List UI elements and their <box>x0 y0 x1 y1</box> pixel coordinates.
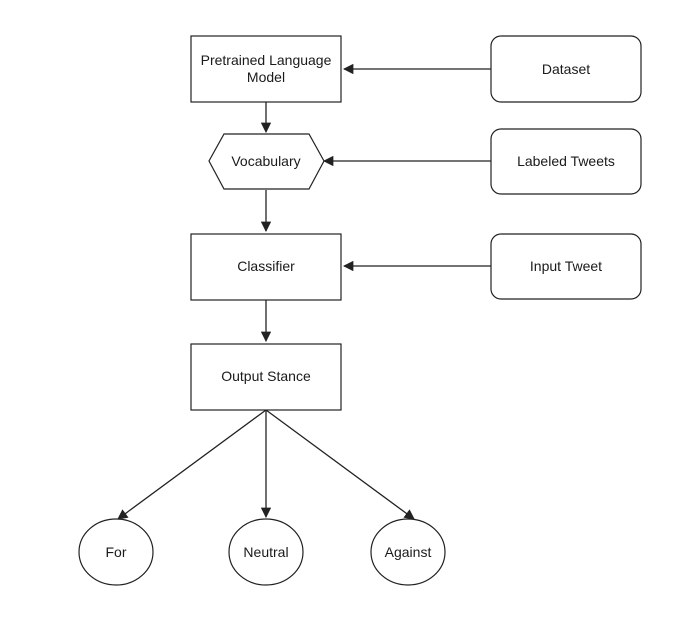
node-labeled-tweets: Labeled Tweets <box>490 128 642 195</box>
node-classifier: Classifier <box>190 233 342 301</box>
edge-output-stance-to-against <box>265 409 415 520</box>
output-stance-box <box>190 343 342 411</box>
against-circle <box>370 518 446 586</box>
neutral-circle <box>228 518 304 586</box>
labeled-tweets-label: Labeled Tweets <box>517 153 615 169</box>
classifier-box <box>190 233 342 301</box>
pretrained-model-box <box>190 35 342 103</box>
input-tweet-box <box>490 233 642 300</box>
edge-output-stance-to-for <box>117 409 267 520</box>
node-input-tweet: Input Tweet <box>490 233 642 300</box>
neutral-label: Neutral <box>243 544 288 560</box>
node-output-stance: Output Stance <box>190 343 342 411</box>
node-dataset: Dataset <box>490 35 642 103</box>
dataset-label: Dataset <box>542 61 590 77</box>
edges <box>117 63 491 520</box>
node-against: Against <box>370 518 446 586</box>
for-label: For <box>106 544 127 560</box>
pretrained-model-label-line1: Pretrained Language <box>201 52 332 68</box>
against-label: Against <box>385 544 432 560</box>
node-for: For <box>78 518 154 586</box>
classifier-label: Classifier <box>237 258 295 274</box>
node-vocabulary: Vocabulary <box>208 133 325 190</box>
pretrained-model-label-line2: Model <box>247 69 285 85</box>
dataset-box <box>490 35 642 103</box>
node-neutral: Neutral <box>228 518 304 586</box>
node-pretrained-language-model: Pretrained Language Model <box>190 35 342 103</box>
vocabulary-hexagon <box>208 133 325 190</box>
vocabulary-label: Vocabulary <box>231 153 300 169</box>
input-tweet-label: Input Tweet <box>530 258 602 274</box>
for-circle <box>78 518 154 586</box>
output-stance-label: Output Stance <box>221 368 311 384</box>
labeled-tweets-box <box>490 128 642 195</box>
